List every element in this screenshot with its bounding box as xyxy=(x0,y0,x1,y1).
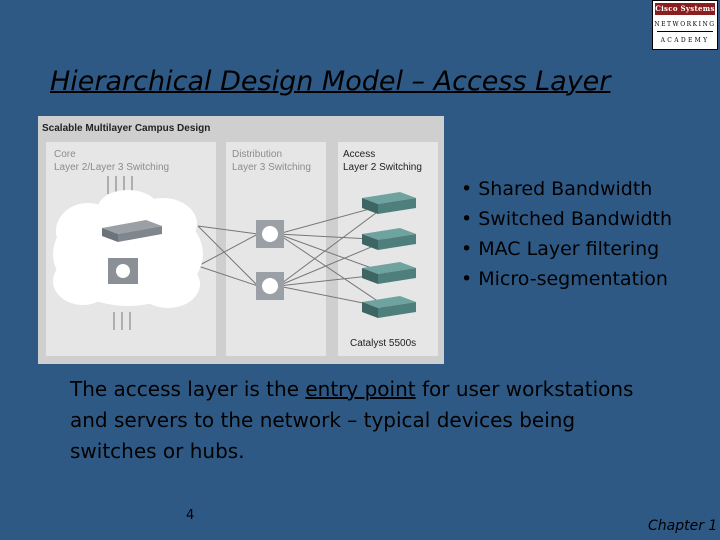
body-paragraph: The access layer is the entry point for … xyxy=(70,374,650,467)
logo-line-networking: NETWORKING xyxy=(654,21,716,28)
distribution-label: Distribution xyxy=(232,149,282,160)
logo-brand: Cisco Systems xyxy=(655,3,715,15)
core-sublabel: Layer 2/Layer 3 Switching xyxy=(54,162,169,173)
chapter-label: Chapter 1 xyxy=(648,518,718,534)
access-switch-2-icon xyxy=(362,228,416,250)
body-text-before: The access layer is the xyxy=(70,377,306,401)
core-switch-icon xyxy=(102,220,162,242)
page-number: 4 xyxy=(186,508,195,523)
access-label: Access xyxy=(343,149,375,160)
body-text-emphasis: entry point xyxy=(305,377,416,401)
device-caption: Catalyst 5500s xyxy=(350,338,416,349)
access-switch-3-icon xyxy=(362,262,416,284)
diagram-heading: Scalable Multilayer Campus Design xyxy=(42,123,210,134)
core-cloud-icon xyxy=(53,190,203,308)
slide-title: Hierarchical Design Model – Access Layer xyxy=(50,66,611,97)
core-label: Core xyxy=(54,149,76,160)
logo-bars-icon xyxy=(657,31,713,32)
bullet-item: • MAC Layer filtering xyxy=(461,238,660,260)
distribution-switch-top-icon xyxy=(256,220,284,248)
core-router-icon xyxy=(108,258,138,284)
bullet-item: • Micro-segmentation xyxy=(461,268,668,290)
distribution-panel xyxy=(226,142,326,356)
access-switch-4-icon xyxy=(362,296,416,318)
distribution-switch-bottom-icon xyxy=(256,272,284,300)
bullet-item: • Switched Bandwidth xyxy=(461,208,673,230)
bullet-list: • Shared Bandwidth • Switched Bandwidth … xyxy=(461,174,711,294)
access-panel xyxy=(338,142,438,356)
bullet-item: • Shared Bandwidth xyxy=(461,178,653,200)
campus-design-diagram: Scalable Multilayer Campus Design Core L… xyxy=(38,116,444,364)
logo-line-academy: ACADEMY xyxy=(660,37,710,44)
distribution-sublabel: Layer 3 Switching xyxy=(232,162,311,173)
body-text-after: for user workstations and servers to the… xyxy=(70,377,634,463)
diagram-canvas: Scalable Multilayer Campus Design Core L… xyxy=(38,116,444,364)
cisco-networking-academy-logo: Cisco Systems NETWORKING ACADEMY xyxy=(652,0,718,50)
access-sublabel: Layer 2 Switching xyxy=(343,162,422,173)
access-switch-1-icon xyxy=(362,192,416,214)
